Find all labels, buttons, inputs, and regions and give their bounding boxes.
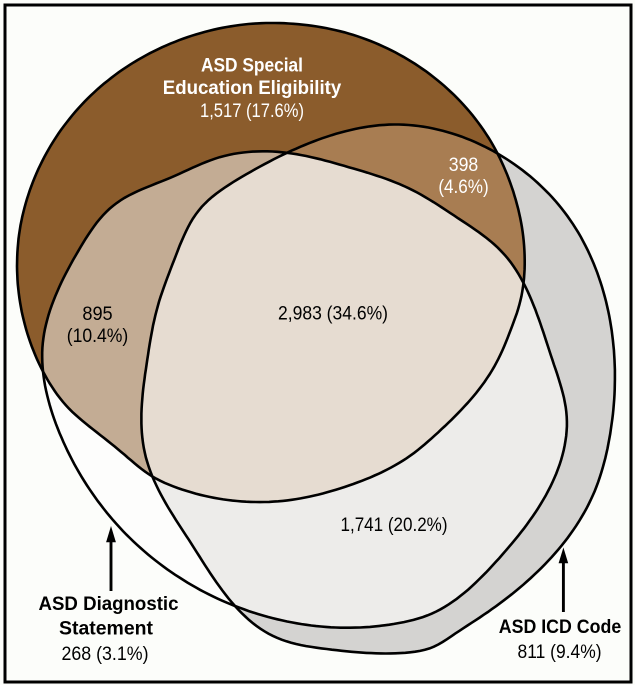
svg-text:ASD ICD Code: ASD ICD Code bbox=[499, 617, 622, 638]
svg-text:811 (9.4%): 811 (9.4%) bbox=[518, 642, 602, 663]
svg-text:895: 895 bbox=[82, 304, 112, 325]
svg-text:1,741 (20.2%): 1,741 (20.2%) bbox=[341, 515, 448, 536]
svg-text:Statement: Statement bbox=[59, 619, 154, 640]
svg-text:268 (3.1%): 268 (3.1%) bbox=[62, 644, 149, 665]
svg-text:ASD Diagnostic: ASD Diagnostic bbox=[39, 594, 179, 615]
svg-text:2,983 (34.6%): 2,983 (34.6%) bbox=[278, 304, 388, 325]
svg-text:1,517 (17.6%): 1,517 (17.6%) bbox=[200, 101, 304, 122]
svg-text:ASD Special: ASD Special bbox=[201, 56, 303, 77]
svg-text:398: 398 bbox=[449, 155, 479, 176]
svg-text:(4.6%): (4.6%) bbox=[438, 177, 488, 198]
svg-text:Education Eligibility: Education Eligibility bbox=[163, 78, 342, 99]
svg-text:(10.4%): (10.4%) bbox=[67, 326, 129, 347]
